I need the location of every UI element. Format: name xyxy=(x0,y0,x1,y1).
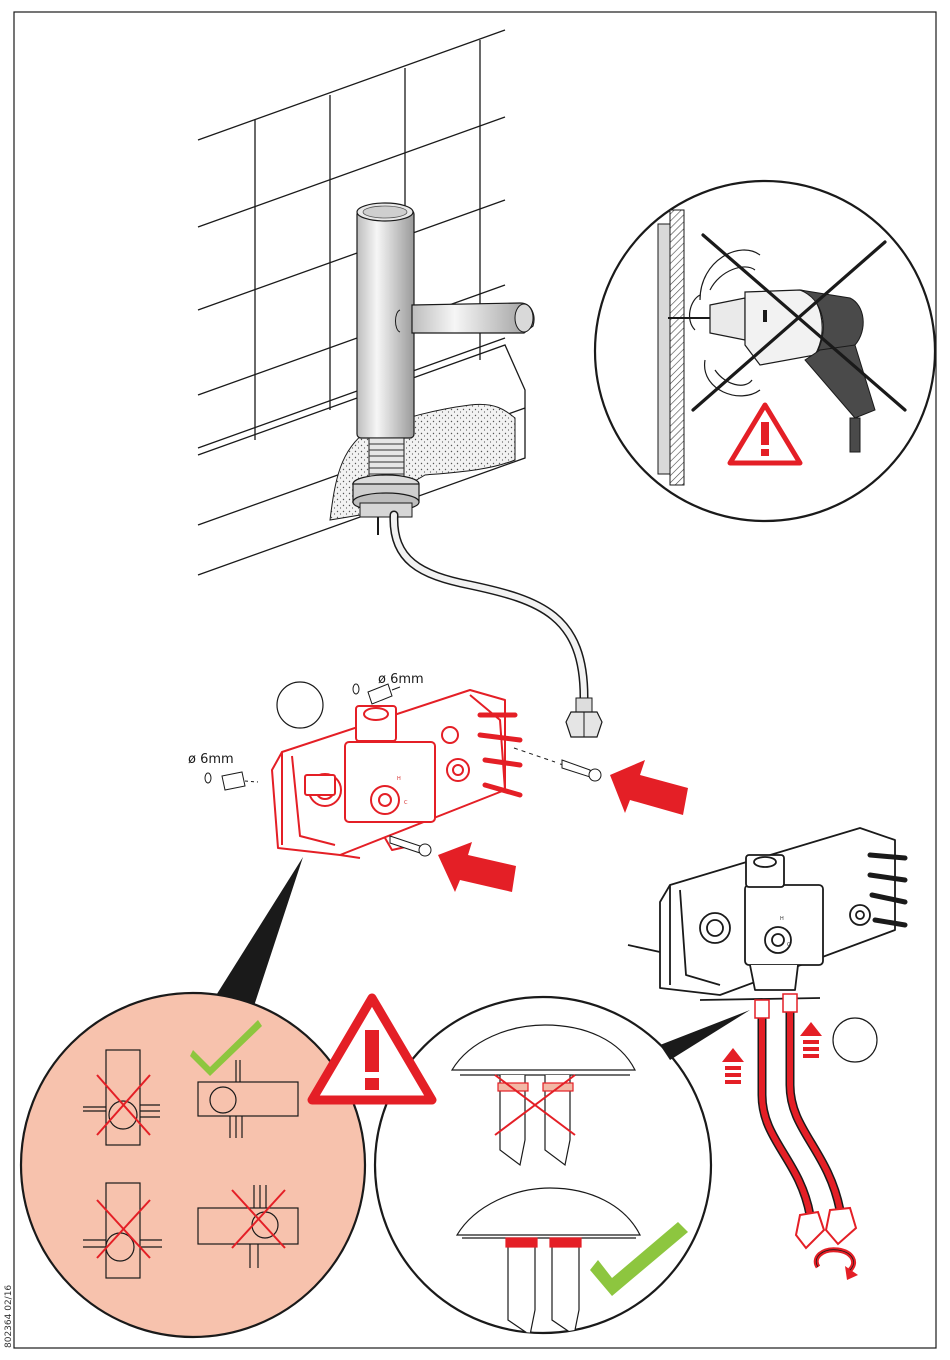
warning-triangle-icon xyxy=(312,998,432,1100)
connection-detail xyxy=(375,997,711,1335)
mounting-box-red xyxy=(272,682,520,858)
drill-size-left-label: ø 6mm xyxy=(188,752,234,767)
detail-pointer xyxy=(210,857,303,1012)
valve-mark-cold-2: C xyxy=(787,942,791,948)
hose-nut xyxy=(566,698,602,737)
push-up-arrow-icon xyxy=(722,1022,822,1084)
step-marker-circle xyxy=(833,1018,877,1062)
document-code: 802364 02/16 xyxy=(4,1285,14,1348)
tap-faucet xyxy=(353,203,534,535)
valve-mark-cold: C xyxy=(404,800,408,806)
screw-right xyxy=(514,748,601,781)
drill-size-top-label: ø 6mm xyxy=(378,672,424,687)
mounting-box-installed xyxy=(628,828,905,1000)
wall-plug-top xyxy=(353,684,400,704)
no-drill-warning xyxy=(595,181,935,521)
rotate-tighten-icon xyxy=(816,1250,858,1280)
wall-plug-left xyxy=(205,772,258,790)
valve-mark-hot: H xyxy=(397,776,401,782)
valve-mark-hot-2: H xyxy=(780,916,784,922)
orientation-detail xyxy=(21,993,365,1337)
